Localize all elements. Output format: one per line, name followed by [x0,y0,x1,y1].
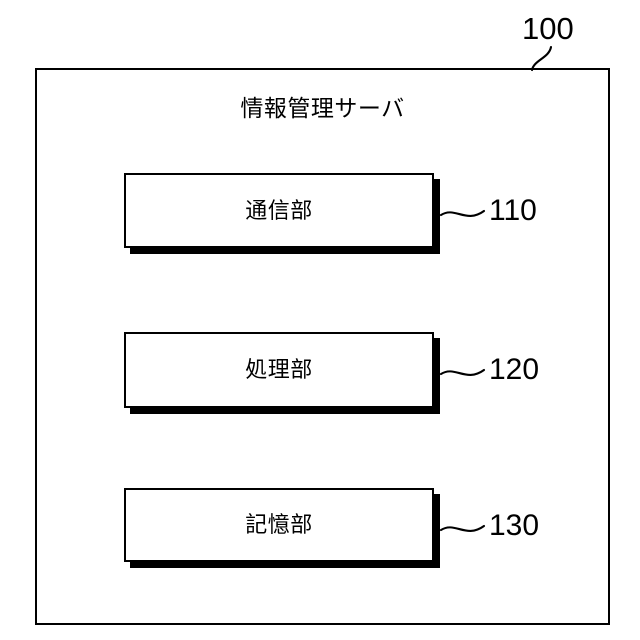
block-storage-unit: 記憶部 [124,488,434,562]
reference-numeral-100: 100 [522,11,574,46]
outer-box-title: 情報管理サーバ [240,95,405,121]
block-label-storage-unit: 記憶部 [245,512,313,537]
reference-numeral-130: 130 [489,509,540,542]
block-label-processing-unit: 処理部 [245,357,313,382]
reference-numeral-120: 120 [489,353,540,386]
reference-numeral-110: 110 [489,194,537,227]
leader-line-100 [530,45,553,72]
block-communication-unit: 通信部 [124,173,434,248]
block-label-communication-unit: 通信部 [245,197,313,223]
block-processing-unit: 処理部 [124,332,434,408]
